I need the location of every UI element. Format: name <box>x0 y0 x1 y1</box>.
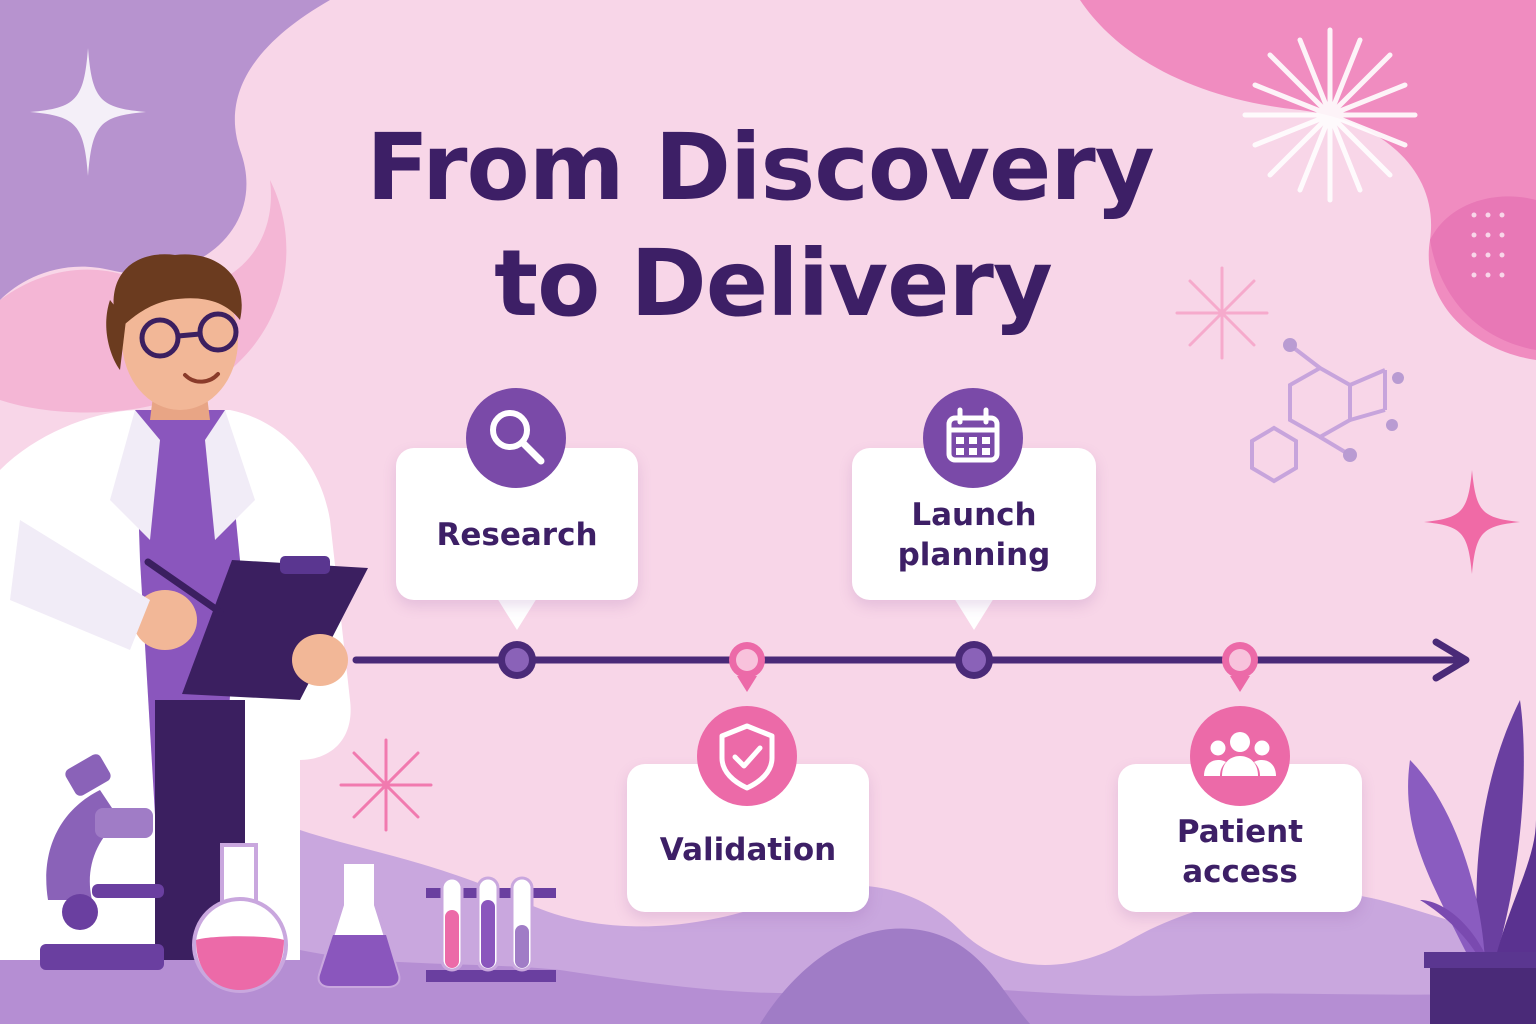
shield-check-icon <box>697 706 797 806</box>
blob-top-right <box>1080 0 1536 360</box>
page-title-line-2: to Delivery <box>494 230 1053 337</box>
stage-label-validation: Validation <box>659 832 837 868</box>
blob-right-accent <box>1430 196 1536 350</box>
people-icon <box>1190 706 1290 806</box>
starburst-top-right <box>1242 27 1418 203</box>
dot-grid-right <box>1471 212 1505 278</box>
starburst-bottom-center <box>339 738 433 832</box>
sparkle-top-left <box>30 48 146 176</box>
magnifier-icon <box>466 388 566 488</box>
sparkle-pink-right <box>1424 470 1520 574</box>
starburst-mid-right <box>1175 266 1269 360</box>
page-title-line-1: From Discovery <box>366 114 1155 221</box>
stage-label-launch-planning: Launch planning <box>897 497 1051 573</box>
stage-label-patient-access: Patient access <box>1176 814 1304 890</box>
wave-bottom-hill <box>760 928 1030 1024</box>
stage-card-research: Research <box>396 448 638 600</box>
blob-top-left <box>0 0 330 300</box>
plant-illustration <box>1408 700 1536 1024</box>
stage-label-research: Research <box>436 517 598 553</box>
calendar-icon <box>923 388 1023 488</box>
molecule-nodes <box>1283 338 1404 462</box>
